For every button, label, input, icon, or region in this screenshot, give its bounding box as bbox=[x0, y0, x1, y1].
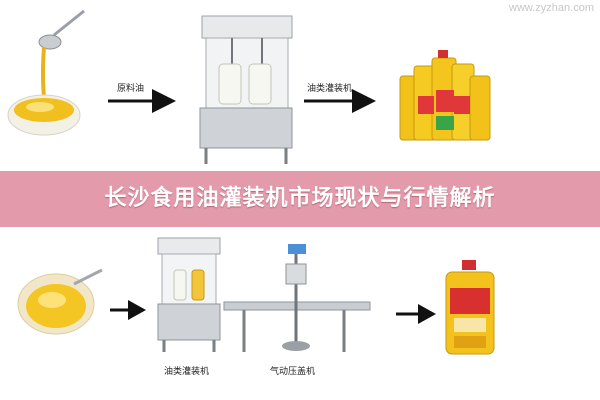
arrow-right-icon bbox=[304, 89, 376, 113]
capping-machine-image bbox=[223, 244, 371, 352]
filling-machine-image bbox=[157, 237, 221, 352]
machine-label-filling: 油类灌装机 bbox=[164, 367, 210, 377]
watermark: www.zyzhan.com bbox=[509, 2, 594, 14]
arrow-right-icon bbox=[108, 89, 176, 113]
arrow-label-filling-machine: 油类灌装机 bbox=[307, 84, 353, 94]
arrow-right-icon bbox=[110, 300, 146, 320]
oil-bottles-image bbox=[399, 50, 491, 141]
oil-bowl-spoon-image bbox=[17, 268, 103, 335]
title-banner bbox=[0, 171, 600, 227]
arrow-right-icon bbox=[396, 304, 436, 324]
machine-label-capping: 气动压盖机 bbox=[270, 367, 316, 377]
filling-machine-image bbox=[199, 15, 293, 164]
oil-jug-image bbox=[445, 260, 495, 355]
arrow-label-raw-oil: 原料油 bbox=[117, 84, 145, 94]
page-title: 长沙食用油灌装机市场现状与行情解析 bbox=[104, 186, 496, 211]
oil-bowl-spoon-image bbox=[7, 9, 85, 136]
